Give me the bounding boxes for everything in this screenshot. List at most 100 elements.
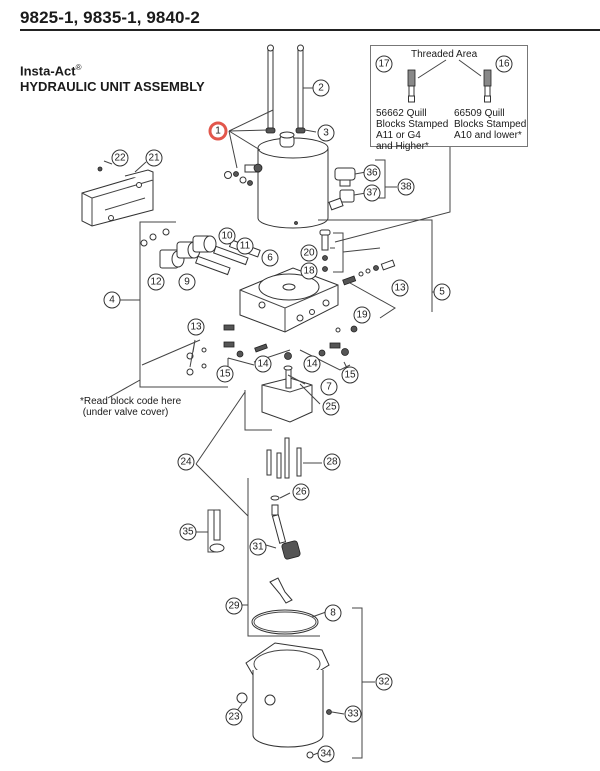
long-bolts — [265, 44, 306, 134]
svg-text:22: 22 — [114, 153, 126, 164]
callout-16[interactable]: 16 — [495, 55, 513, 73]
callout-29[interactable]: 29 — [225, 597, 243, 615]
svg-text:34: 34 — [320, 749, 332, 760]
caption-line: A11 or G4 — [376, 130, 421, 141]
callout-24[interactable]: 24 — [177, 453, 195, 471]
callout-6[interactable]: 6 — [261, 249, 279, 267]
registered-mark: ® — [75, 63, 82, 72]
callout-15-left[interactable]: 15 — [216, 365, 234, 383]
bracket — [269, 577, 293, 604]
callout-2[interactable]: 2 — [312, 79, 330, 97]
callout-25[interactable]: 25 — [322, 398, 340, 416]
svg-text:11: 11 — [240, 241, 251, 252]
svg-text:4: 4 — [109, 295, 115, 306]
caption-line: A10 and lower* — [454, 130, 522, 141]
callout-13-left[interactable]: 13 — [187, 318, 205, 336]
svg-text:7: 7 — [326, 382, 332, 393]
brand-name: Insta-Act — [20, 63, 76, 79]
callout-9[interactable]: 9 — [178, 273, 196, 291]
callout-31[interactable]: 31 — [249, 538, 267, 556]
callout-7[interactable]: 7 — [320, 378, 338, 396]
svg-text:24: 24 — [180, 457, 192, 468]
callout-33[interactable]: 33 — [344, 705, 362, 723]
svg-text:32: 32 — [378, 677, 390, 688]
callout-1-highlighted[interactable]: 1 — [208, 121, 228, 141]
o-ring — [251, 609, 319, 635]
valve-cartridges — [140, 228, 261, 276]
block-code-note: *Read block code here (under valve cover… — [80, 396, 181, 418]
svg-text:13: 13 — [394, 283, 406, 294]
svg-text:10: 10 — [221, 231, 233, 242]
svg-text:38: 38 — [400, 182, 412, 193]
svg-text:20: 20 — [303, 248, 315, 259]
svg-text:37: 37 — [366, 188, 378, 199]
manifold-block — [239, 267, 339, 333]
note-line: *Read block code here — [80, 396, 182, 407]
callout-32[interactable]: 32 — [375, 673, 393, 691]
header-divider — [20, 29, 600, 31]
inset-title: Threaded Area — [411, 49, 478, 60]
svg-text:33: 33 — [347, 709, 359, 720]
svg-text:14: 14 — [306, 359, 318, 370]
callout-26[interactable]: 26 — [292, 483, 310, 501]
quill-16-graphic — [483, 69, 492, 103]
svg-text:21: 21 — [148, 153, 160, 164]
callout-23[interactable]: 23 — [225, 708, 243, 726]
svg-text:26: 26 — [295, 487, 307, 498]
svg-text:29: 29 — [228, 601, 240, 612]
callout-11[interactable]: 11 — [236, 237, 254, 255]
callout-13-right[interactable]: 13 — [391, 279, 409, 297]
svg-text:6: 6 — [267, 253, 273, 264]
svg-text:1: 1 — [215, 126, 221, 137]
terminal-hardware — [224, 163, 263, 186]
svg-text:16: 16 — [498, 59, 510, 70]
callout-28[interactable]: 28 — [323, 453, 341, 471]
svg-text:17: 17 — [378, 59, 390, 70]
quill-16-caption: 66509 Quill Blocks Stamped A10 and lower… — [454, 108, 526, 141]
callout-10[interactable]: 10 — [218, 227, 236, 245]
svg-text:13: 13 — [190, 322, 202, 333]
callout-37[interactable]: 37 — [363, 184, 381, 202]
callout-21[interactable]: 21 — [145, 149, 163, 167]
callout-34[interactable]: 34 — [317, 745, 335, 763]
callout-14-right[interactable]: 14 — [303, 355, 321, 373]
callout-8[interactable]: 8 — [324, 604, 342, 622]
breather-assembly — [328, 167, 356, 211]
callout-19[interactable]: 19 — [353, 306, 371, 324]
inset-graphic: 17 16 — [375, 55, 513, 103]
svg-text:28: 28 — [326, 457, 338, 468]
callout-15-right[interactable]: 15 — [341, 366, 359, 384]
svg-text:25: 25 — [325, 402, 337, 413]
callout-35[interactable]: 35 — [179, 523, 197, 541]
callout-3[interactable]: 3 — [317, 124, 335, 142]
diagram-title: Insta-Act® HYDRAULIC UNIT ASSEMBLY — [20, 60, 205, 95]
model-numbers-header: 9825-1, 9835-1, 9840-2 — [20, 8, 200, 27]
suction-filter — [270, 495, 301, 560]
svg-text:18: 18 — [303, 266, 315, 277]
svg-text:36: 36 — [366, 168, 378, 179]
valve-cover — [81, 166, 154, 227]
svg-text:5: 5 — [439, 287, 445, 298]
pump-bolts — [266, 437, 302, 479]
caption-line: Blocks Stamped — [454, 119, 527, 130]
callout-17[interactable]: 17 — [375, 55, 393, 73]
callout-12[interactable]: 12 — [147, 273, 165, 291]
caption-line: 66509 Quill — [454, 108, 505, 119]
note-line: (under valve cover) — [80, 407, 169, 418]
caption-line: 56662 Quill — [376, 108, 427, 119]
quill-block-inset: Threaded Area 17 16 56662 Quill Blocks S… — [370, 45, 528, 152]
callout-20[interactable]: 20 — [300, 244, 318, 262]
callout-36[interactable]: 36 — [363, 164, 381, 182]
callout-38[interactable]: 38 — [397, 178, 415, 196]
svg-text:19: 19 — [356, 310, 368, 321]
svg-text:3: 3 — [323, 128, 329, 139]
block-fittings — [319, 229, 396, 333]
callout-4[interactable]: 4 — [103, 291, 121, 309]
callout-14-left[interactable]: 14 — [254, 355, 272, 373]
callout-22[interactable]: 22 — [111, 149, 129, 167]
callout-18[interactable]: 18 — [300, 262, 318, 280]
callout-5[interactable]: 5 — [433, 283, 451, 301]
svg-text:35: 35 — [182, 527, 194, 538]
svg-text:9: 9 — [184, 277, 190, 288]
